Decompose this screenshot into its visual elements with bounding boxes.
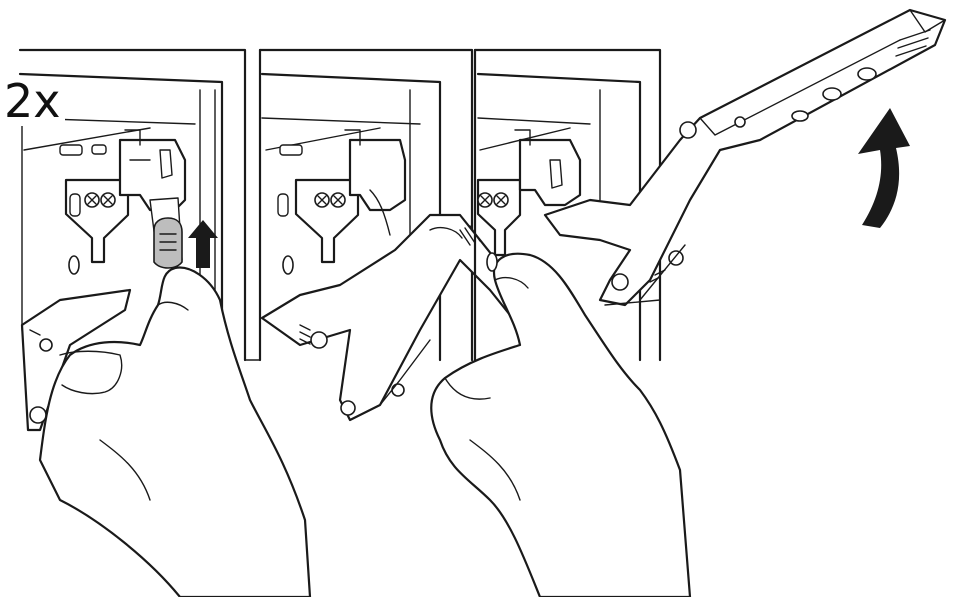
multiplier-label: 2x (4, 78, 65, 126)
up-arrow-icon (188, 220, 218, 268)
hinge-body-3 (515, 130, 580, 205)
curved-up-arrow-icon (858, 108, 910, 228)
mounting-plate-2 (278, 145, 358, 274)
mounting-plate-1 (60, 145, 128, 274)
release-lever (150, 198, 182, 268)
step-1-panel (20, 50, 310, 597)
hand-2 (431, 254, 690, 597)
